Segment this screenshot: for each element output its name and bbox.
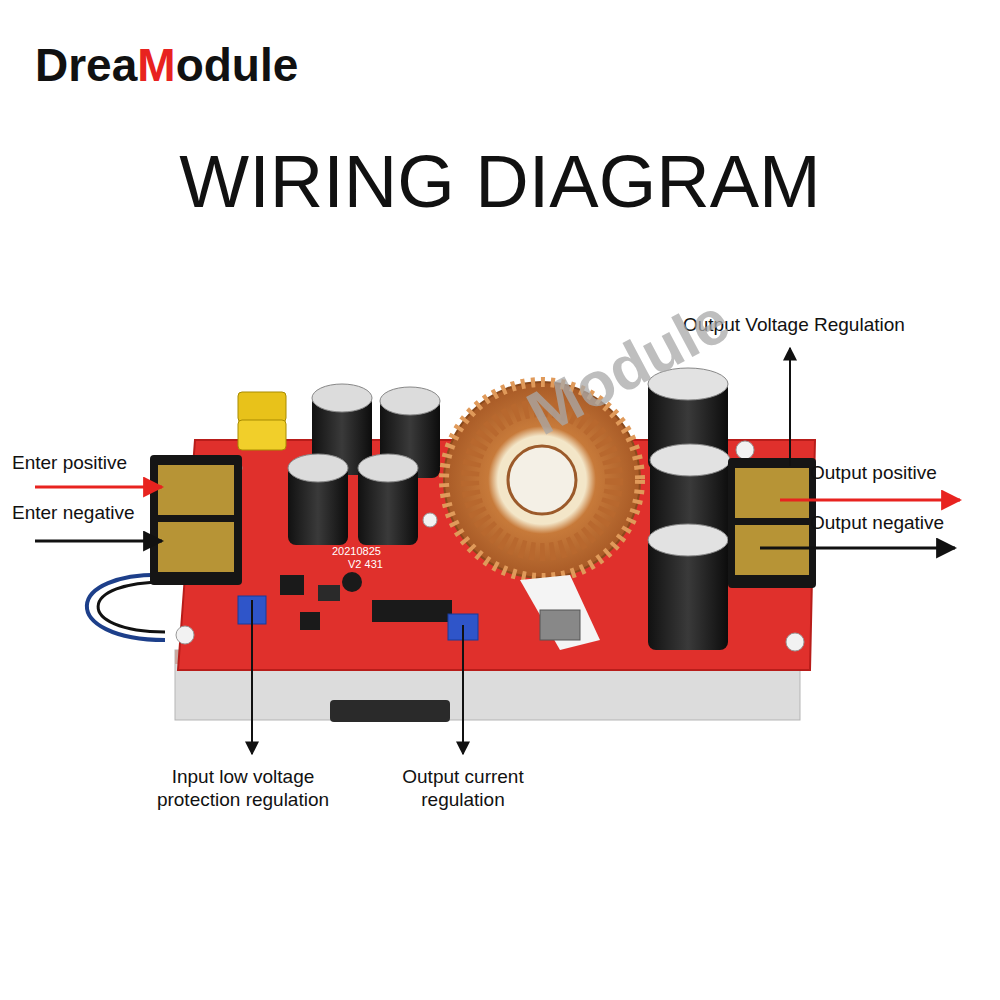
callout-label: Enter negative — [12, 502, 135, 525]
output-positive-arrow — [780, 499, 960, 502]
brand-logo: DreaModule — [35, 38, 298, 93]
input-negative-arrow — [35, 540, 162, 543]
potentiometer — [238, 460, 788, 640]
input-capacitor — [288, 384, 440, 545]
board-marking: 20210825 — [330, 545, 383, 558]
diagram-title: WIRING DIAGRAM — [0, 138, 1000, 227]
input-positive-arrow — [35, 486, 162, 489]
fan-wire — [98, 582, 170, 632]
callout-label: Output positive — [810, 462, 937, 485]
callout-label: Output negative — [810, 512, 944, 535]
fuse — [238, 392, 286, 450]
input-terminal — [150, 455, 242, 585]
callout-label: Input low voltage protection regulation — [138, 766, 348, 812]
board-marking: V2 431 — [346, 558, 385, 571]
low-voltage-leader — [251, 600, 253, 754]
output-terminal — [728, 458, 816, 588]
callout-label: Output current regulation — [383, 766, 543, 812]
callout-label: Enter positive — [12, 452, 127, 475]
watermark: Module — [515, 283, 742, 451]
current-leader — [462, 625, 464, 754]
control-circuit — [280, 572, 580, 640]
output-negative-arrow — [760, 547, 955, 550]
voltage-leader — [789, 348, 791, 466]
output-capacitor — [648, 368, 730, 650]
